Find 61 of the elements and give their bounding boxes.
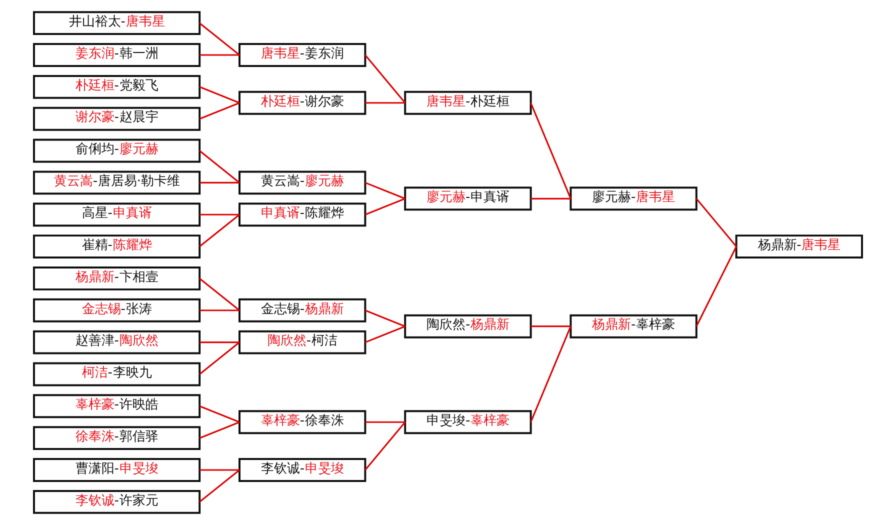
connector	[200, 182, 240, 184]
node-box: 廖元赫-申真谞	[404, 186, 532, 211]
connector	[365, 421, 406, 423]
node-box: 陶欣然-柯洁	[238, 330, 366, 354]
connector	[696, 198, 737, 248]
connector	[364, 326, 406, 344]
node-box: 朴廷桓-谢尔豪	[238, 90, 366, 115]
node-box: 李钦诚-申旻埈	[238, 458, 366, 482]
node-box: 黄云嵩-廖元赫	[238, 170, 366, 195]
connector	[530, 198, 571, 200]
node-box: 姜东润-韩一洲	[33, 43, 201, 67]
node-box: 杨鼎新-辜梓豪	[570, 314, 698, 338]
node-box: 金志锡-张涛	[33, 298, 201, 322]
connector	[365, 102, 406, 104]
connector	[200, 469, 240, 471]
node-box: 申旻埈-辜梓豪	[404, 410, 532, 434]
connector	[200, 214, 240, 216]
node-box: 朴廷桓-党毅飞	[33, 74, 201, 99]
connector	[364, 198, 406, 216]
node-box: 唐韦星-朴廷桓	[404, 90, 532, 115]
connector	[364, 310, 406, 328]
node-box: 崔精-陈耀烨	[33, 234, 201, 258]
node-box: 赵善津-陶欣然	[33, 330, 201, 354]
node-box: 俞俐均-廖元赫	[33, 138, 201, 163]
node-box: 申真谞-陈耀烨	[238, 202, 366, 227]
connector	[364, 422, 406, 471]
connector	[199, 102, 240, 120]
connector	[200, 54, 240, 56]
connector	[199, 469, 240, 503]
node-box: 谢尔豪-赵晨宇	[33, 106, 201, 131]
connector	[199, 278, 240, 311]
node-box: 杨鼎新-唐韦星	[735, 234, 863, 258]
connector	[530, 326, 571, 328]
connector	[199, 405, 240, 423]
node-box: 辜梓豪-徐奉洙	[238, 410, 366, 434]
connector	[199, 421, 240, 439]
node-box: 曹潇阳-申旻埈	[33, 458, 201, 482]
connector	[364, 54, 406, 104]
connector	[530, 102, 572, 199]
node-box: 陶欣然-杨鼎新	[404, 314, 532, 338]
node-box: 高星-申真谞	[33, 202, 201, 227]
node-box: 辜梓豪-许映皓	[33, 394, 201, 418]
node-box: 唐韦星-姜东润	[238, 43, 366, 67]
connector	[364, 182, 406, 200]
connector	[696, 246, 738, 327]
node-box: 廖元赫-唐韦星	[570, 186, 698, 211]
connector	[199, 22, 240, 56]
node-box: 柯洁-李映九	[33, 362, 201, 386]
connector	[200, 310, 240, 312]
node-box: 黄云嵩-唐居易·勒卡维	[33, 170, 201, 195]
connector	[530, 326, 572, 422]
node-box: 井山裕太-唐韦星	[33, 11, 201, 36]
connector	[200, 342, 240, 344]
connector	[199, 342, 240, 375]
connector	[199, 214, 240, 248]
connector	[199, 150, 240, 184]
node-box: 徐奉洙-郭信驿	[33, 426, 201, 450]
node-box: 李钦诚-许家元	[33, 490, 201, 514]
node-box: 金志锡-杨鼎新	[238, 298, 366, 322]
connector	[199, 86, 240, 104]
node-box: 杨鼎新-卞相壹	[33, 266, 201, 290]
